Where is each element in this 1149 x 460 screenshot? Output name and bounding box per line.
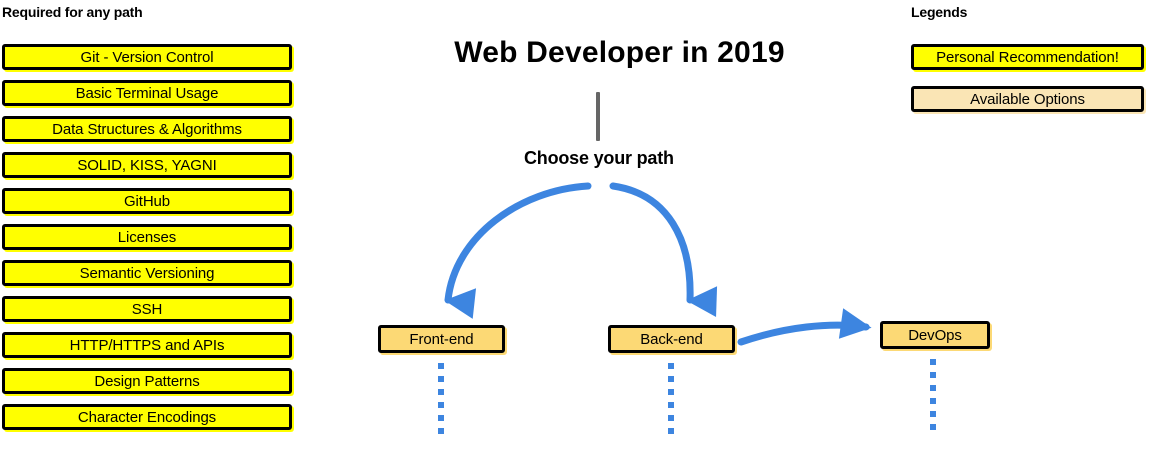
path-node-label: Back-end	[640, 330, 703, 348]
trail-dot	[668, 428, 674, 434]
legends-heading: Legends	[911, 4, 968, 20]
required-item-box[interactable]: Data Structures & Algorithms	[2, 116, 292, 142]
trail-dot	[438, 402, 444, 408]
dotted-trail-back-end	[668, 363, 674, 441]
trail-dot	[930, 424, 936, 430]
trail-dot	[930, 372, 936, 378]
trail-dot	[668, 389, 674, 395]
required-item-label: GitHub	[123, 192, 171, 210]
page-title: Web Developer in 2019	[0, 36, 1149, 70]
trail-dot	[668, 402, 674, 408]
legend-item-label: Available Options	[970, 90, 1085, 108]
trunk-connector-line	[596, 92, 600, 141]
required-item-label: Semantic Versioning	[79, 264, 215, 282]
arrow-to-backend	[609, 182, 718, 317]
required-section-heading: Required for any path	[2, 4, 143, 20]
path-node-label: DevOps	[908, 326, 962, 344]
trail-dot	[930, 385, 936, 391]
required-item-label: HTTP/HTTPS and APIs	[69, 336, 225, 354]
required-item-box[interactable]: Semantic Versioning	[2, 260, 292, 286]
required-item-box[interactable]: HTTP/HTTPS and APIs	[2, 332, 292, 358]
required-item-box[interactable]: Design Patterns	[2, 368, 292, 394]
required-items-column: Git - Version Control Basic Terminal Usa…	[2, 44, 292, 440]
path-node-label: Front-end	[409, 330, 474, 348]
required-item-box[interactable]: Character Encodings	[2, 404, 292, 430]
choose-path-label: Choose your path	[524, 148, 674, 168]
required-item-box[interactable]: SSH	[2, 296, 292, 322]
trail-dot	[438, 428, 444, 434]
trail-dot	[668, 363, 674, 369]
required-item-label: Licenses	[117, 228, 177, 246]
trail-dot	[668, 376, 674, 382]
arrow-backend-to-devops	[737, 308, 872, 346]
legend-item-label: Personal Recommendation!	[936, 48, 1119, 66]
trail-dot	[930, 398, 936, 404]
required-item-box[interactable]: GitHub	[2, 188, 292, 214]
trail-dot	[438, 415, 444, 421]
required-item-label: SSH	[131, 300, 163, 318]
trail-dot	[438, 363, 444, 369]
path-node-front-end[interactable]: Front-end	[378, 325, 505, 353]
required-item-label: Data Structures & Algorithms	[52, 120, 242, 138]
dotted-trail-front-end	[438, 363, 444, 441]
path-node-back-end[interactable]: Back-end	[608, 325, 735, 353]
legend-item-available-options: Available Options	[911, 86, 1144, 112]
trail-dot	[668, 415, 674, 421]
dotted-trail-devops	[930, 359, 936, 437]
required-item-box[interactable]: Basic Terminal Usage	[2, 80, 292, 106]
legend-item-personal-recommendation: Personal Recommendation!	[911, 44, 1144, 70]
required-item-box[interactable]: Git - Version Control	[2, 44, 292, 70]
page-title-text: Web Developer in 2019	[454, 36, 785, 69]
required-item-label: Character Encodings	[77, 408, 217, 426]
required-item-label: SOLID, KISS, YAGNI	[77, 156, 217, 174]
path-node-devops[interactable]: DevOps	[880, 321, 990, 349]
required-item-label: Basic Terminal Usage	[75, 84, 219, 102]
arrow-to-frontend	[444, 182, 592, 319]
required-item-label: Git - Version Control	[80, 48, 214, 66]
required-item-box[interactable]: Licenses	[2, 224, 292, 250]
trail-dot	[930, 411, 936, 417]
trail-dot	[438, 376, 444, 382]
required-item-box[interactable]: SOLID, KISS, YAGNI	[2, 152, 292, 178]
trail-dot	[438, 389, 444, 395]
trail-dot	[930, 359, 936, 365]
required-item-label: Design Patterns	[94, 372, 200, 390]
